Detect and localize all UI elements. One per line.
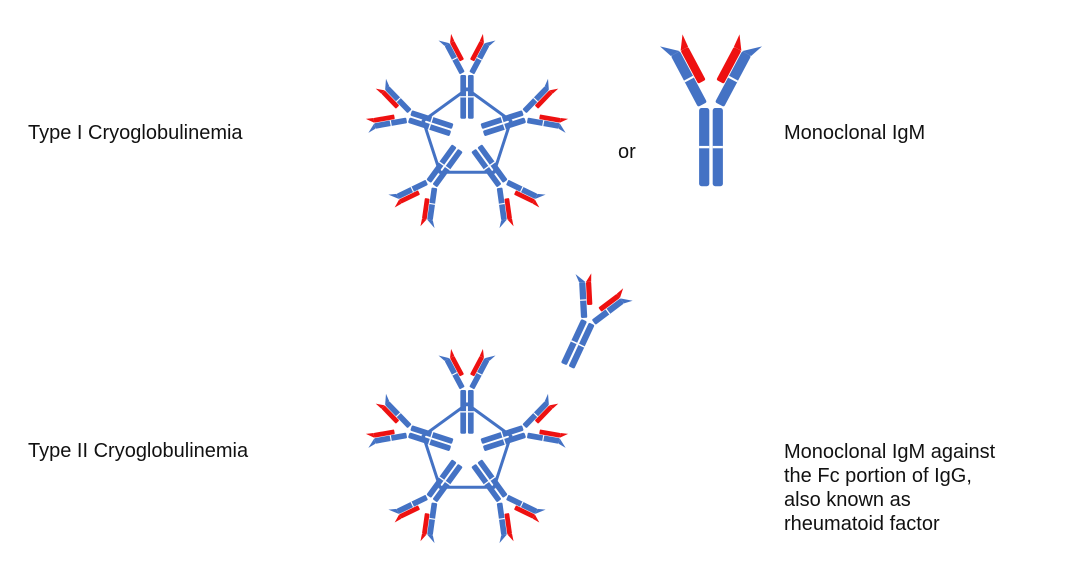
or-label: or: [618, 141, 636, 163]
type1-pentamer: [361, 33, 573, 235]
rheumatoid-factor-line-2: the Fc portion of IgG,: [784, 465, 972, 487]
type-1-cryoglobulinemia-label: Type I Cryoglobulinemia: [28, 122, 243, 144]
type2-igm-subunit-1: [437, 348, 497, 435]
type1-j-chain-pentagon: [421, 87, 513, 174]
monoclonal-igm-label: Monoclonal IgM: [784, 122, 926, 144]
rheumatoid-factor-label: Monoclonal IgM against the Fc portion of…: [784, 440, 995, 536]
rheumatoid-factor-line-1: Monoclonal IgM against: [784, 441, 996, 463]
rheumatoid-factor-line-4: rheumatoid factor: [784, 513, 940, 535]
type1-igm-subunit-2: [473, 75, 573, 158]
type2-igm-subunit-5: [361, 390, 461, 473]
type2-igm-subunit-2: [473, 390, 573, 473]
type2-pentamer: [361, 348, 573, 550]
rheumatoid-factor-line-3: also known as: [784, 489, 911, 511]
type1-igm-subunit-1: [437, 33, 497, 120]
bound-igg-antibody: [538, 266, 637, 380]
type1-igm-subunit-5: [361, 75, 461, 158]
type-2-cryoglobulinemia-label: Type II Cryoglobulinemia: [28, 440, 249, 462]
diagram-layer: [361, 33, 764, 550]
type2-j-chain-pentagon: [421, 402, 513, 489]
monoclonal-igm-antibody: [658, 33, 764, 188]
